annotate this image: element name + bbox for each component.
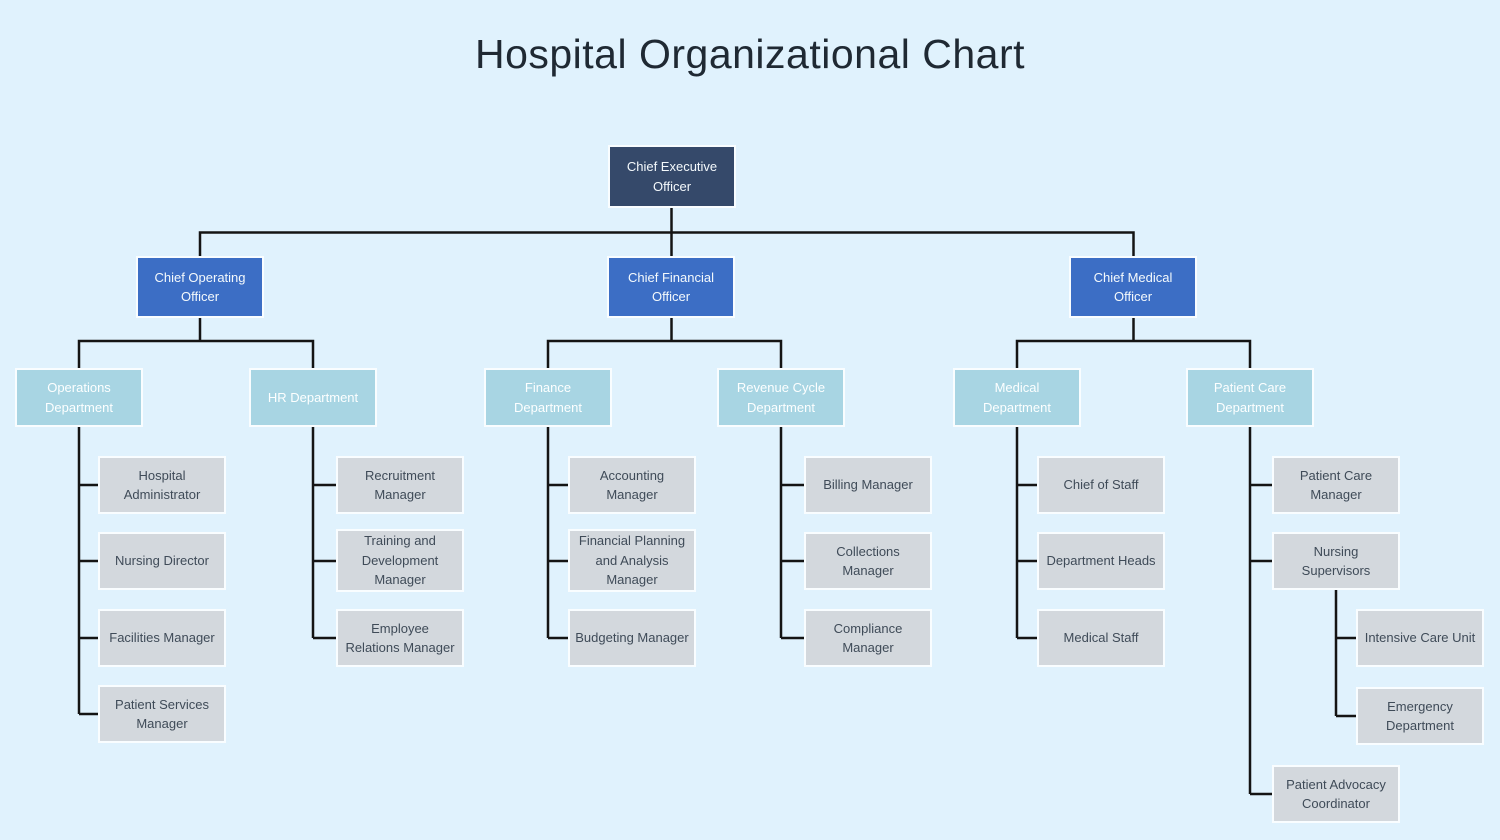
node-hospital-administrator: Hospital Administrator bbox=[98, 456, 226, 514]
node-nursing-director: Nursing Director bbox=[98, 532, 226, 590]
node-budgeting-manager: Budgeting Manager bbox=[568, 609, 696, 667]
connector-medical-staff bbox=[1015, 427, 1037, 640]
node-department-heads: Department Heads bbox=[1037, 532, 1165, 590]
connector-revenue-staff bbox=[779, 427, 804, 640]
node-emergency-department: Emergency Department bbox=[1356, 687, 1484, 745]
connector-operations-staff bbox=[77, 427, 98, 716]
node-intensive-care-unit: Intensive Care Unit bbox=[1356, 609, 1484, 667]
node-chief-of-staff: Chief of Staff bbox=[1037, 456, 1165, 514]
node-employee-relations-manager: Employee Relations Manager bbox=[336, 609, 464, 667]
node-patient-services-manager: Patient Services Manager bbox=[98, 685, 226, 743]
node-patient-care-manager: Patient Care Manager bbox=[1272, 456, 1400, 514]
connector-nursing-supervisors-units bbox=[1334, 590, 1356, 718]
connector-patient-care-staff bbox=[1248, 427, 1272, 796]
page-title: Hospital Organizational Chart bbox=[474, 31, 1026, 77]
connector-cfo-to-departments bbox=[546, 318, 783, 368]
connector-coo-to-departments bbox=[77, 318, 315, 368]
node-revenue-cycle-department: Revenue Cycle Department bbox=[717, 368, 845, 427]
node-facilities-manager: Facilities Manager bbox=[98, 609, 226, 667]
node-billing-manager: Billing Manager bbox=[804, 456, 932, 514]
node-nursing-supervisors: Nursing Supervisors bbox=[1272, 532, 1400, 590]
node-medical-department: Medical Department bbox=[953, 368, 1081, 427]
node-recruitment-manager: Recruitment Manager bbox=[336, 456, 464, 514]
node-operations-department: Operations Department bbox=[15, 368, 143, 427]
node-chief-executive-officer: Chief Executive Officer bbox=[608, 145, 736, 208]
node-financial-planning-and-analysis-manager: Financial Planning and Analysis Manager bbox=[568, 529, 696, 592]
node-chief-operating-officer: Chief Operating Officer bbox=[136, 256, 264, 318]
node-compliance-manager: Compliance Manager bbox=[804, 609, 932, 667]
node-training-and-development-manager: Training and Development Manager bbox=[336, 529, 464, 592]
node-chief-financial-officer: Chief Financial Officer bbox=[607, 256, 735, 318]
connector-cmo-to-departments bbox=[1015, 318, 1252, 368]
node-finance-department: Finance Department bbox=[484, 368, 612, 427]
connector-ceo-to-officers bbox=[198, 207, 1135, 256]
node-accounting-manager: Accounting Manager bbox=[568, 456, 696, 514]
node-hr-department: HR Department bbox=[249, 368, 377, 427]
node-medical-staff: Medical Staff bbox=[1037, 609, 1165, 667]
node-collections-manager: Collections Manager bbox=[804, 532, 932, 590]
node-patient-advocacy-coordinator: Patient Advocacy Coordinator bbox=[1272, 765, 1400, 823]
connector-hr-staff bbox=[311, 427, 336, 640]
connector-finance-staff bbox=[546, 427, 568, 640]
node-chief-medical-officer: Chief Medical Officer bbox=[1069, 256, 1197, 318]
node-patient-care-department: Patient Care Department bbox=[1186, 368, 1314, 427]
